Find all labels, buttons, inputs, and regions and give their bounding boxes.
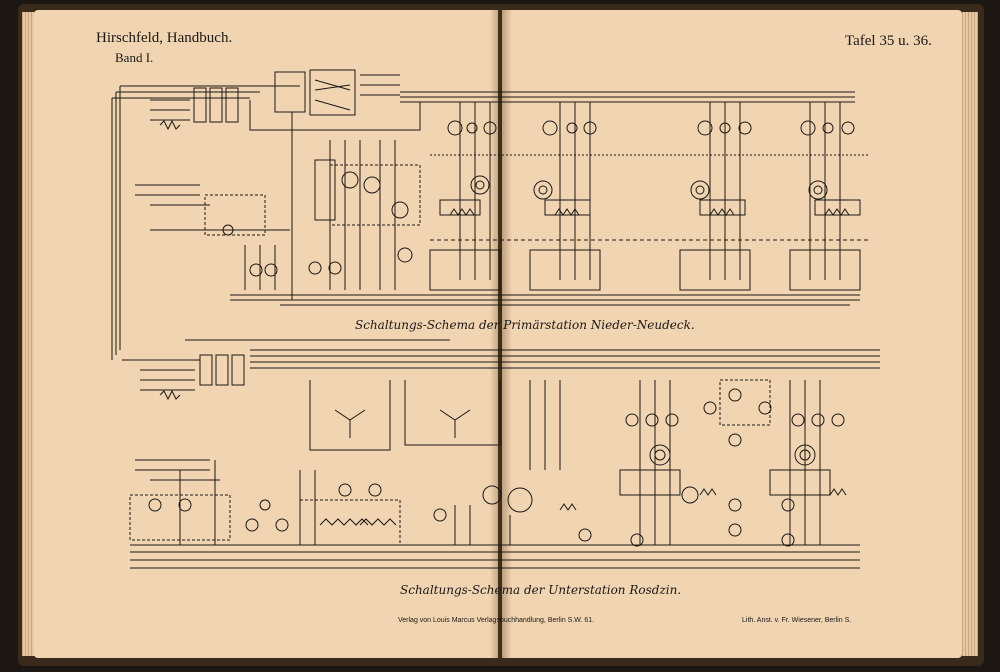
right-page xyxy=(502,10,962,658)
upper-transformer xyxy=(250,70,420,300)
printer-imprint: Lith. Anst. v. Fr. Wiesener, Berlin S. xyxy=(742,617,852,624)
lower-exciter xyxy=(130,460,591,545)
upper-feeder-group xyxy=(135,88,290,290)
header-plate-number: Tafel 35 u. 36. xyxy=(845,33,932,49)
header-book-title: Hirschfeld, Handbuch. xyxy=(96,30,233,46)
upper-busbars xyxy=(112,86,860,360)
lower-rotary-converters xyxy=(620,380,846,546)
publisher-imprint: Verlag von Louis Marcus Verlagsbuchhandl… xyxy=(398,617,595,624)
upper-exciter xyxy=(309,140,420,290)
upper-diagram-caption: Schaltungs-Schema der Primärstation Nied… xyxy=(355,318,695,332)
header-volume: Band I. xyxy=(115,50,154,65)
page-edges-left xyxy=(22,12,36,656)
left-page xyxy=(34,10,498,658)
lower-busbars xyxy=(122,340,880,568)
page-edges-right xyxy=(962,12,978,656)
lower-feeder-group xyxy=(135,355,244,480)
book-gutter xyxy=(490,10,512,658)
upper-generator-units xyxy=(430,102,870,290)
lower-diagram-caption: Schaltungs-Schema der Unterstation Rosdz… xyxy=(400,583,682,597)
